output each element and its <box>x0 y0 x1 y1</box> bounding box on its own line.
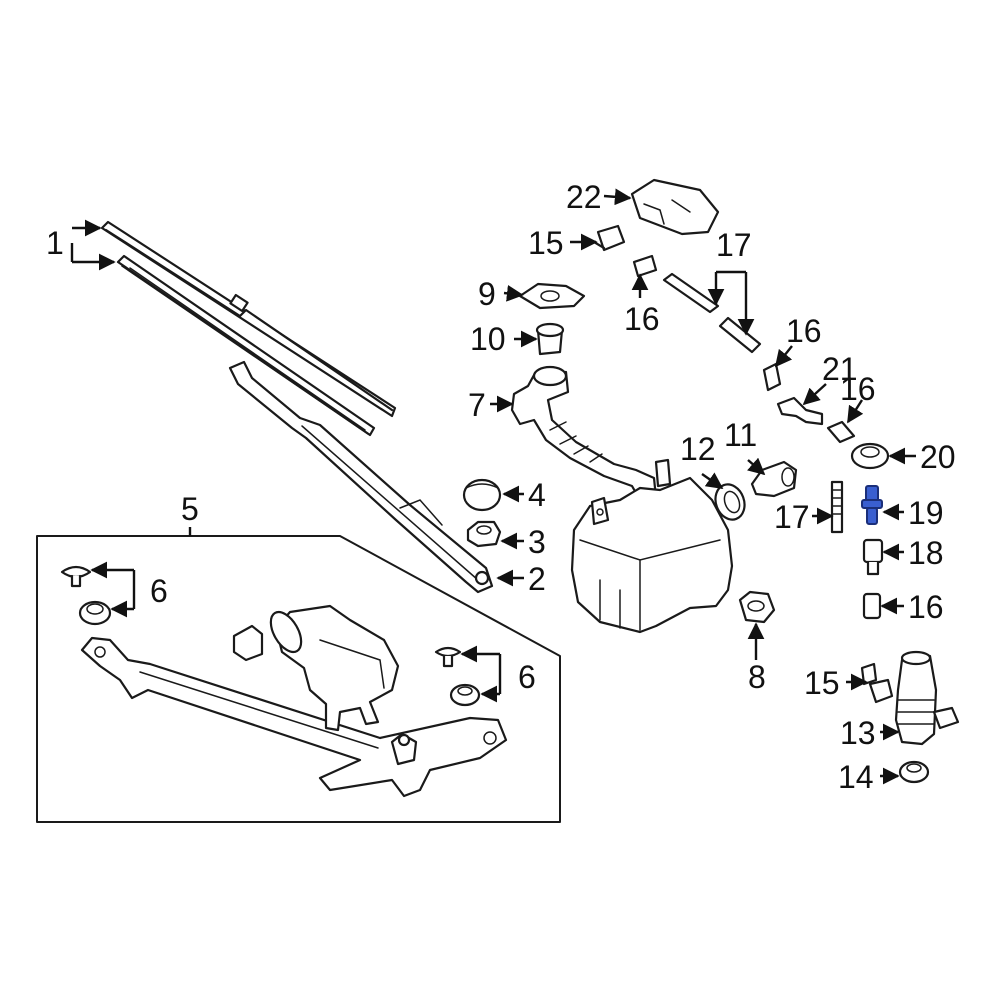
hose-connector-a[interactable] <box>632 254 658 278</box>
grommet-right-upper[interactable] <box>434 646 462 668</box>
check-valve-lower[interactable] <box>860 662 894 704</box>
rubber-grommet[interactable] <box>850 442 890 470</box>
callout-12[interactable]: 12 <box>680 431 716 467</box>
callout-10[interactable]: 10 <box>470 321 506 357</box>
wiper-motor[interactable] <box>232 604 400 732</box>
callout-21[interactable]: 21 <box>822 351 858 387</box>
hose-connector-b[interactable] <box>762 362 782 392</box>
callout-13[interactable]: 13 <box>840 715 876 751</box>
callout-20[interactable]: 20 <box>920 439 956 475</box>
filler-cap[interactable] <box>535 322 565 356</box>
callout-16-c[interactable]: 16 <box>840 371 876 407</box>
callout-9[interactable]: 9 <box>478 276 496 312</box>
arm-nut[interactable] <box>466 520 502 548</box>
hose-connector-c[interactable] <box>826 420 856 444</box>
callout-8[interactable]: 8 <box>748 659 766 695</box>
y-connector[interactable] <box>776 396 824 426</box>
callout-3[interactable]: 3 <box>528 524 546 560</box>
leader-lines <box>70 188 916 785</box>
callout-14[interactable]: 14 <box>838 759 874 795</box>
callout-labels: 1 2 3 4 5 6 6 7 8 9 10 11 12 13 14 15 15… <box>46 179 956 795</box>
washer-pump[interactable] <box>894 650 960 746</box>
callout-11[interactable]: 11 <box>724 417 757 453</box>
grommet-nut[interactable] <box>738 590 776 624</box>
callout-15-lower[interactable]: 15 <box>804 665 840 701</box>
callout-5[interactable]: 5 <box>181 491 199 527</box>
callout-16-a[interactable]: 16 <box>624 301 660 337</box>
grommet-left-upper[interactable] <box>60 565 92 588</box>
arm-cap[interactable] <box>462 478 502 512</box>
callout-2[interactable]: 2 <box>528 561 546 597</box>
washer-hose-b[interactable] <box>830 480 844 534</box>
callout-17-lower[interactable]: 17 <box>774 499 810 535</box>
grommet-right-lower[interactable] <box>449 683 481 707</box>
washer-pump-level-sensor[interactable] <box>750 460 798 498</box>
hose-connector-d[interactable] <box>862 592 882 620</box>
callout-17-upper[interactable]: 17 <box>716 227 752 263</box>
wiper-linkage[interactable] <box>80 636 508 798</box>
callout-16-b[interactable]: 16 <box>786 313 822 349</box>
callout-18[interactable]: 18 <box>908 535 944 571</box>
callout-7[interactable]: 7 <box>468 387 486 423</box>
callout-4[interactable]: 4 <box>528 477 546 513</box>
callout-6-left[interactable]: 6 <box>150 573 168 609</box>
filler-seal[interactable] <box>518 282 586 310</box>
callout-1[interactable]: 1 <box>46 225 64 261</box>
pump-seal-ring[interactable] <box>711 480 750 523</box>
highlighted-fitting[interactable] <box>861 485 883 525</box>
pump-grommet[interactable] <box>898 760 930 784</box>
callout-22[interactable]: 22 <box>566 179 602 215</box>
washer-reservoir[interactable] <box>570 458 734 634</box>
wiper-blades[interactable] <box>100 220 397 437</box>
callout-19[interactable]: 19 <box>908 495 944 531</box>
pump-connector[interactable] <box>862 538 884 576</box>
linkage-group-box <box>36 535 561 823</box>
filler-neck[interactable] <box>510 365 658 502</box>
callout-16-d[interactable]: 16 <box>908 589 944 625</box>
grommet-left-lower[interactable] <box>78 600 112 626</box>
wiper-arm[interactable] <box>228 360 494 594</box>
callout-15-upper[interactable]: 15 <box>528 225 564 261</box>
check-valve-upper[interactable] <box>592 224 626 252</box>
nozzle-cover[interactable] <box>630 178 720 236</box>
callout-6-right[interactable]: 6 <box>518 659 536 695</box>
